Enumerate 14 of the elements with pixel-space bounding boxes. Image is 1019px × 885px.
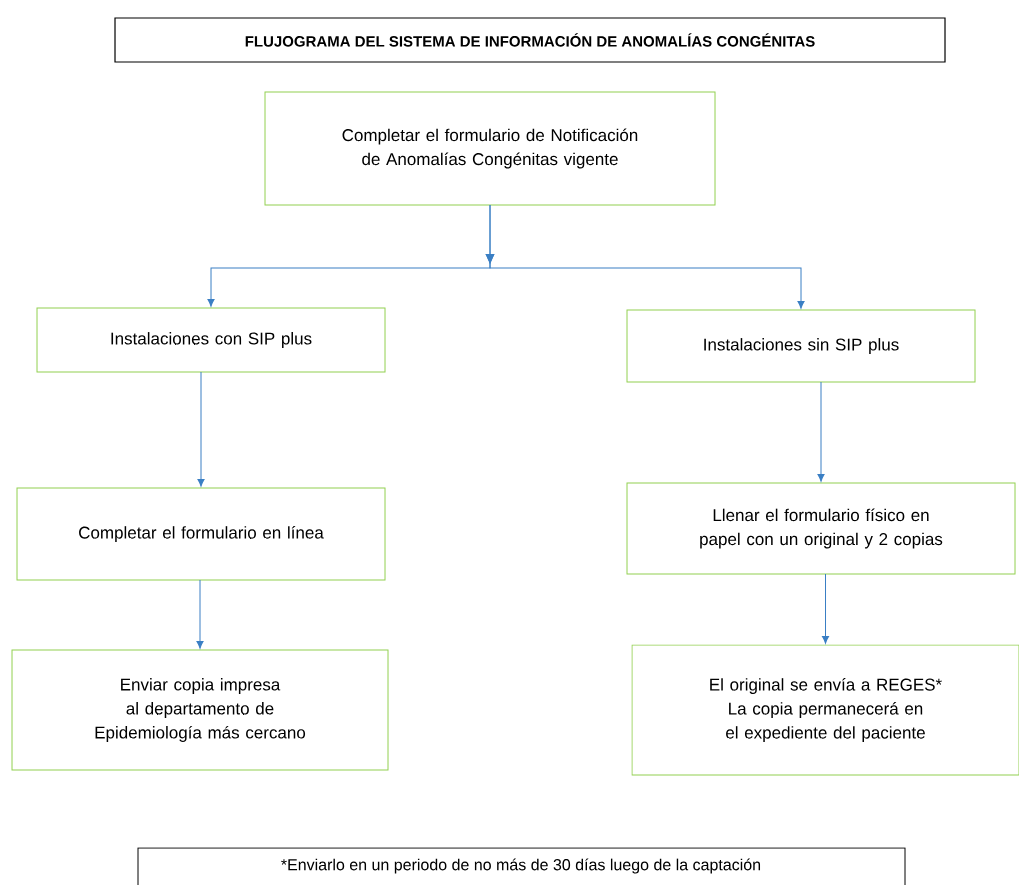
arrow bbox=[197, 371, 205, 487]
process-box: Enviar copia impresa al departamento de Epidemiología más cercano bbox=[11, 649, 389, 771]
process-box: Completar el formulario en línea bbox=[16, 487, 386, 581]
title-box: FLUJOGRAMA DEL SISTEMA DE INFORMACIÓN DE ANOMALÍAS CONGÉNITAS bbox=[114, 17, 946, 63]
arrow bbox=[817, 381, 825, 482]
process-box: Llenar el formulario físico en papel con un original y 2 copias bbox=[626, 482, 1016, 575]
arrow bbox=[821, 573, 830, 644]
process-box: Completar el formulario de Notificación de Anomalías Congénitas vigente bbox=[264, 91, 716, 206]
note-box: *Enviarlo en un periodo de no más de 30 días luego de la captación bbox=[137, 847, 906, 885]
arrow bbox=[196, 579, 204, 649]
process-box: Instalaciones sin SIP plus bbox=[626, 309, 976, 383]
process-box: Instalaciones con SIP plus bbox=[36, 307, 386, 373]
process-box: El original se envía a REGES* La copia permanecerá en el expediente del paciente bbox=[631, 644, 1019, 776]
arrow bbox=[485, 204, 805, 309]
